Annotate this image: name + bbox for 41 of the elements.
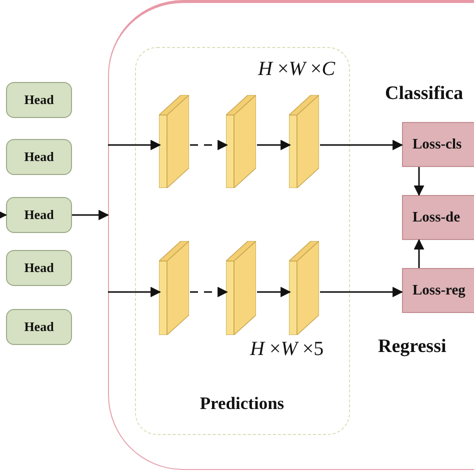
feature-map-block [159,240,189,334]
box-label: Head [24,149,54,165]
head-box [6,139,72,175]
head-box [6,309,72,345]
arrow [257,286,292,298]
feature-map-block [226,240,256,334]
arrow [108,286,162,298]
arrow [414,238,424,268]
loss-box [402,195,474,240]
box-label: Loss-cls [412,136,462,153]
feature-map-block [289,94,319,188]
box-label: Loss-de [412,209,460,226]
box-label: Head [24,319,54,335]
arrow [108,140,162,150]
head-box [6,197,72,233]
box-label: Head [24,92,54,108]
arrow [0,210,8,220]
dimension-label: H ×W ×C [258,58,336,81]
group-title: Predictions [200,393,284,414]
loss-box [402,268,474,313]
panel-background [108,0,474,470]
section-title: Classifica [385,83,464,105]
arrow [72,210,110,220]
feature-map-block [289,240,319,334]
arrow [414,167,424,196]
feature-map-block [159,94,189,188]
head-box [6,250,72,286]
arrow [190,140,228,150]
box-label: Head [24,260,54,276]
box-label: Loss-reg [412,282,466,299]
arrow [320,286,404,298]
dimension-label: H ×W ×5 [250,338,324,361]
loss-box [402,122,474,167]
head-box [6,82,72,118]
box-label: Head [24,207,54,223]
arrow [257,140,292,150]
section-title: Regressi [378,336,446,358]
feature-map-block [226,94,256,188]
arrow [190,286,228,298]
arrow [320,140,404,150]
dashed-group-box [134,47,350,435]
